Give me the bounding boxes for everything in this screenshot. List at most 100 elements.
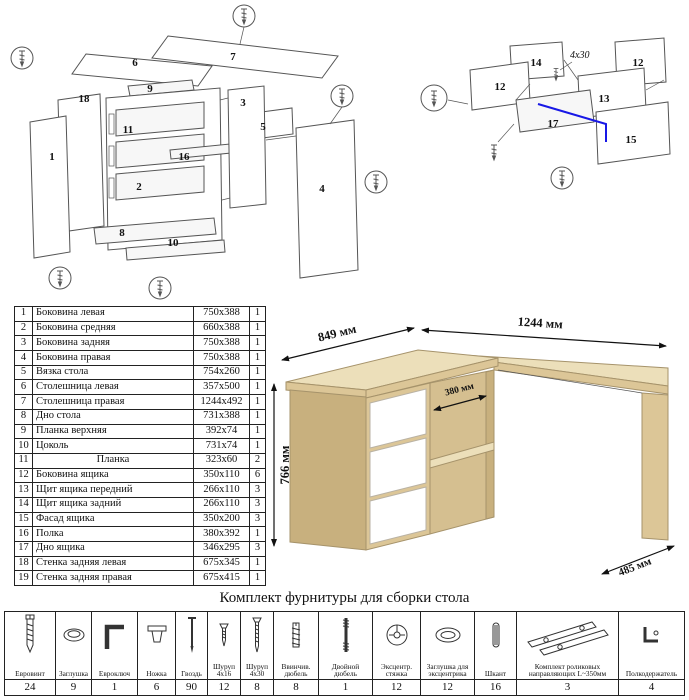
fastener-callout-icon <box>10 4 388 300</box>
hardware-kit-table: Евровинт 24 Заглушка 9 Евроключ 1 Ножка … <box>4 611 685 696</box>
hardware-item-name: Шуруп 4x16 <box>212 661 236 679</box>
part-size: 357x500 <box>193 379 250 396</box>
screw-4x30-icon <box>241 612 273 657</box>
part-label: 17 <box>548 118 560 130</box>
highlight-line <box>537 103 607 142</box>
part-label: 10 <box>168 237 180 249</box>
dimension-arrows <box>271 326 675 575</box>
exploded-desk-diagram: 7 6 9 18 1 11 2 16 5 3 4 8 10 <box>10 4 388 300</box>
part-size: 675x345 <box>193 555 250 572</box>
dimension-label: 766 мм <box>278 445 292 484</box>
part-size: 675x415 <box>193 570 250 587</box>
dimension-label: 485 мм <box>617 555 654 579</box>
part-name: Цоколь <box>32 438 194 454</box>
part-qty: 1 <box>249 423 266 440</box>
part-qty: 1 <box>249 408 266 425</box>
wooden-dowel-icon <box>475 612 516 657</box>
hardware-item-name: Шкант <box>484 669 507 679</box>
part-qty: 1 <box>249 379 266 396</box>
desk-render <box>285 349 669 551</box>
screw-in-dowel-icon <box>274 612 318 657</box>
part-label: 18 <box>79 93 91 105</box>
drawer-front <box>369 437 427 498</box>
hardware-item-qty: 6 <box>138 679 175 694</box>
part-name: Дно ящика <box>32 541 194 557</box>
hardware-item-name: Шуруп 4x30 <box>245 661 269 679</box>
part-qty: 6 <box>249 467 266 484</box>
hardware-item: Шуруп 4x30 8 <box>240 612 273 695</box>
fastener-callout-icon <box>420 61 574 190</box>
hardware-item: Гвоздь 90 <box>175 612 207 695</box>
hardware-item-name: Евроключ <box>98 669 131 679</box>
part-qty: 1 <box>249 335 266 352</box>
part-qty: 3 <box>249 482 266 498</box>
part-number: 1 <box>14 306 33 322</box>
dimension-label: 1244 мм <box>517 315 563 332</box>
part-size: 750x388 <box>193 335 250 352</box>
part-qty: 1 <box>249 394 266 410</box>
part-size: 750x388 <box>193 306 250 322</box>
part-qty: 1 <box>249 526 266 542</box>
part-size: 660x388 <box>193 320 250 337</box>
part-label: 15 <box>626 134 638 146</box>
part-number: 15 <box>14 511 33 528</box>
hardware-item-qty: 9 <box>56 679 91 694</box>
hardware-item-name: Ввинчив. дюбель <box>281 661 311 679</box>
part-name: Щит ящика передний <box>32 482 194 498</box>
part-number: 5 <box>14 364 33 381</box>
part-label: 4 <box>319 183 325 195</box>
hardware-item-qty: 24 <box>5 679 55 694</box>
hardware-item-qty: 16 <box>475 679 516 694</box>
hardware-item-qty: 12 <box>373 679 420 694</box>
hardware-item-name: Полкодержатель <box>625 669 678 679</box>
part-number: 12 <box>14 467 33 484</box>
hardware-item-name: Ножка <box>146 669 167 679</box>
part-label: 2 <box>136 181 142 193</box>
hardware-item: Евровинт 24 <box>5 612 55 695</box>
hardware-item: Эксцентр. стяжка 12 <box>372 612 420 695</box>
hardware-item-name: Гвоздь <box>181 669 202 679</box>
euro-screw-icon <box>5 612 55 657</box>
part-size: 350x110 <box>193 467 250 484</box>
nail-icon <box>176 612 207 657</box>
part-number: 7 <box>14 394 33 410</box>
part-size: 1244x492 <box>193 394 250 410</box>
hardware-item: Полкодержатель 4 <box>618 612 684 695</box>
part-name: Стенка задняя правая <box>32 570 194 587</box>
part-label: 5 <box>260 121 266 133</box>
drawer-front <box>369 486 427 545</box>
part-qty: 3 <box>249 541 266 557</box>
hardware-item: Комплект роликовых направляющих L~350мм … <box>516 612 618 695</box>
part-size: 323x60 <box>193 452 250 469</box>
cam-cap-icon <box>421 612 474 657</box>
part-number: 19 <box>14 570 33 587</box>
hardware-item: Шуруп 4x16 12 <box>207 612 240 695</box>
part-size: 754x260 <box>193 364 250 381</box>
cap-icon <box>56 612 91 657</box>
hardware-item: Двойной дюбель 1 <box>318 612 372 695</box>
part-number: 14 <box>14 496 33 513</box>
part-number: 11 <box>14 452 33 469</box>
part-name: Столешница левая <box>32 379 194 396</box>
part-label: 9 <box>147 83 153 95</box>
part-size: 266x110 <box>193 482 250 498</box>
part-label: 14 <box>531 57 543 69</box>
hardware-item-qty: 12 <box>421 679 474 694</box>
hardware-item-qty: 8 <box>274 679 318 694</box>
part-label: 1 <box>49 151 55 163</box>
shelf-support-icon <box>619 612 684 657</box>
part-size: 750x388 <box>193 350 250 366</box>
part-label: 12 <box>633 57 645 69</box>
part-qty: 3 <box>249 511 266 528</box>
